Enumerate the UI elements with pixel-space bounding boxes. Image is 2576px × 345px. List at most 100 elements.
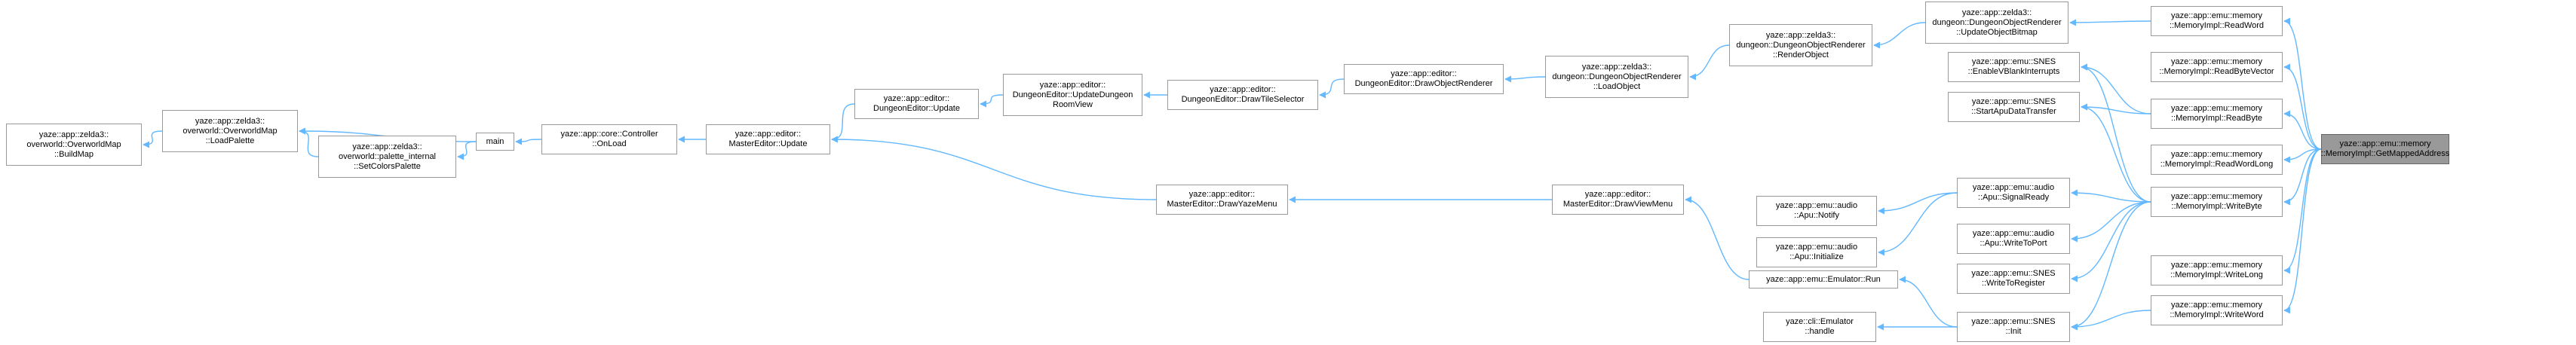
node-label-line: ::Apu::Initialize: [1789, 252, 1844, 261]
node-label-line: yaze::app::emu::audio: [1972, 229, 2055, 238]
edge-getmapped-to-writelong: [2283, 148, 2322, 274]
node-readbytevector[interactable]: yaze::app::emu::memory::MemoryImpl::Read…: [2151, 52, 2283, 82]
edge-getmapped-to-writeword: [2283, 148, 2322, 314]
node-apunotify[interactable]: yaze::app::emu::audio::Apu::Notify: [1756, 196, 1877, 226]
node-apusignal[interactable]: yaze::app::emu::audio::Apu::SignalReady: [1957, 178, 2070, 208]
node-main[interactable]: main: [476, 133, 514, 151]
node-label-line: ::handle: [1805, 327, 1835, 336]
node-writetoreg[interactable]: yaze::app::emu::SNES::WriteToRegister: [1957, 264, 2070, 294]
edge-updatedungeonroom-to-dungeonupdate: [980, 94, 1004, 108]
node-label-line: DungeonEditor::Update: [873, 104, 960, 113]
node-label-line: dungeon::DungeonObjectRenderer: [1736, 40, 1866, 50]
node-label-line: yaze::app::emu::Emulator::Run: [1766, 274, 1881, 284]
node-writeword[interactable]: yaze::app::emu::memory::MemoryImpl::Writ…: [2151, 295, 2283, 325]
node-label-line: overworld::OverworldMap: [26, 139, 121, 149]
node-label-line: yaze::app::emu::audio: [1972, 183, 2055, 192]
edge-getmapped-to-readword: [2283, 17, 2322, 150]
node-setcolors[interactable]: yaze::app::zelda3::overworld::palette_in…: [318, 136, 456, 178]
node-label-line: yaze::app::editor::: [734, 130, 802, 139]
node-label-line: overworld::OverworldMap: [182, 126, 278, 136]
node-label-line: yaze::app::emu::SNES: [1971, 57, 2056, 66]
edge-getmapped-to-readwordlong: [2283, 148, 2322, 163]
node-readword[interactable]: yaze::app::emu::memory::MemoryImpl::Read…: [2151, 6, 2283, 36]
edge-snesinit-to-emulatorrun: [1899, 276, 1958, 328]
edge-writebyte-to-snesinit: [2071, 201, 2151, 331]
node-label-line: yaze::app::emu::memory: [2339, 139, 2431, 148]
node-label-line: yaze::app::emu::memory: [2170, 150, 2263, 159]
node-label-line: yaze::app::emu::memory: [2170, 192, 2263, 201]
node-renderobject[interactable]: yaze::app::zelda3::dungeon::DungeonObjec…: [1729, 24, 1872, 66]
node-snesinit[interactable]: yaze::app::emu::SNES::Init: [1957, 312, 2070, 342]
node-label-line: ::Init: [2005, 327, 2022, 336]
node-onload[interactable]: yaze::app::core::Controller::OnLoad: [541, 124, 677, 154]
node-buildmap[interactable]: yaze::app::zelda3::overworld::OverworldM…: [6, 124, 142, 166]
node-label-line: ::MemoryImpl::ReadWord: [2169, 21, 2265, 30]
node-emulatorrun[interactable]: yaze::app::emu::Emulator::Run: [1749, 270, 1898, 289]
edge-loadpalette-to-buildmap: [143, 130, 163, 148]
node-updatedungeonroom[interactable]: yaze::app::editor::DungeonEditor::Update…: [1003, 74, 1142, 116]
node-loadpalette[interactable]: yaze::app::zelda3::overworld::OverworldM…: [162, 110, 298, 152]
node-drawviewmenu[interactable]: yaze::app::editor::MasterEditor::DrawVie…: [1552, 185, 1684, 215]
node-drawobjectrenderer[interactable]: yaze::app::editor::DungeonEditor::DrawOb…: [1344, 64, 1504, 94]
node-label-line: yaze::app::emu::audio: [1775, 243, 1858, 252]
node-readwordlong[interactable]: yaze::app::emu::memory::MemoryImpl::Read…: [2151, 145, 2283, 175]
node-loadobject[interactable]: yaze::app::zelda3::dungeon::DungeonObjec…: [1545, 56, 1688, 98]
node-label-line: ::OnLoad: [592, 139, 627, 148]
node-label-line: MasterEditor::DrawYazeMenu: [1167, 200, 1277, 209]
node-label-line: ::LoadObject: [1593, 81, 1641, 91]
node-label-line: yaze::app::emu::SNES: [1971, 97, 2056, 106]
edge-apusignal-to-apunotify: [1878, 192, 1958, 215]
node-label-line: yaze::app::editor::: [1210, 85, 1276, 94]
edge-getmapped-to-readbyte: [2283, 110, 2322, 150]
node-writelong[interactable]: yaze::app::emu::memory::MemoryImpl::Writ…: [2151, 255, 2283, 285]
edge-writebyte-to-apusignal: [2071, 189, 2151, 203]
node-cliemulator[interactable]: yaze::cli::Emulator::handle: [1763, 312, 1876, 342]
node-label-line: yaze::app::emu::SNES: [1971, 317, 2056, 326]
node-label-line: yaze::app::zelda3::: [38, 130, 109, 139]
node-label-line: main: [486, 136, 504, 146]
node-label-line: ::MemoryImpl::WriteWord: [2170, 310, 2264, 319]
node-writebyte[interactable]: yaze::app::emu::memory::MemoryImpl::Writ…: [2151, 187, 2283, 217]
node-drawyazemenu[interactable]: yaze::app::editor::MasterEditor::DrawYaz…: [1156, 185, 1288, 215]
node-label-line: MasterEditor::Update: [728, 139, 808, 148]
node-label-line: ::RenderObject: [1773, 50, 1829, 60]
node-label-line: MasterEditor::DrawViewMenu: [1562, 200, 1673, 209]
node-drawtileselector[interactable]: yaze::app::editor::DungeonEditor::DrawTi…: [1167, 80, 1318, 110]
node-label-line: ::MemoryImpl::ReadWordLong: [2160, 160, 2274, 169]
edge-writebyte-to-startapu: [2081, 103, 2151, 203]
node-label-line: DungeonEditor::DrawObjectRenderer: [1354, 79, 1493, 88]
edge-emulatorrun-to-drawviewmenu: [1685, 196, 1750, 280]
node-label-line: yaze::app::editor::: [1584, 190, 1651, 199]
node-updateobjectbitmap[interactable]: yaze::app::zelda3::dungeon::DungeonObjec…: [1925, 2, 2068, 44]
node-label-line: yaze::app::emu::audio: [1775, 201, 1858, 210]
node-label-line: ::EnableVBlankInterrupts: [1967, 67, 2060, 76]
node-apuinit[interactable]: yaze::app::emu::audio::Apu::Initialize: [1756, 237, 1877, 267]
node-label-line: ::MemoryImpl::ReadByteVector: [2159, 67, 2274, 76]
node-masterupdate[interactable]: yaze::app::editor::MasterEditor::Update: [706, 124, 830, 154]
edge-readbyte-to-startapu: [2081, 103, 2151, 114]
node-label-line: yaze::app::emu::memory: [2170, 261, 2263, 270]
edge-setcolors-to-loadpalette: [299, 127, 319, 157]
node-readbyte[interactable]: yaze::app::emu::memory::MemoryImpl::Read…: [2151, 99, 2283, 129]
node-label-line: ::WriteToRegister: [1981, 279, 2046, 288]
node-label-line: ::LoadPalette: [205, 136, 255, 145]
node-label-line: yaze::app::emu::memory: [2170, 301, 2263, 310]
node-label-line: ::MemoryImpl::WriteByte: [2171, 202, 2262, 211]
node-enablevblank[interactable]: yaze::app::emu::SNES::EnableVBlankInterr…: [1948, 52, 2080, 82]
node-label-line: yaze::app::zelda3::: [1765, 30, 1836, 40]
node-label-line: RoomView: [1053, 99, 1093, 109]
node-label-line: yaze::app::zelda3::: [352, 142, 422, 151]
node-label-line: yaze::app::editor::: [1188, 190, 1256, 199]
edge-writebyte-to-writetoreg: [2071, 201, 2151, 282]
edge-renderobject-to-loadobject: [1689, 44, 1730, 81]
node-label-line: ::StartApuDataTransfer: [1971, 107, 2056, 116]
edge-writebyte-to-apuwrite: [2071, 201, 2151, 243]
node-label-line: yaze::app::zelda3::: [1961, 8, 2032, 17]
node-dungeonupdate[interactable]: yaze::app::editor::DungeonEditor::Update: [854, 89, 979, 119]
node-label-line: ::MemoryImpl::WriteLong: [2170, 270, 2263, 279]
node-apuwrite[interactable]: yaze::app::emu::audio::Apu::WriteToPort: [1957, 224, 2070, 254]
node-label-line: dungeon::DungeonObjectRenderer: [1552, 72, 1682, 81]
edge-main-to-setcolors: [457, 141, 477, 160]
edge-getmapped-to-readbytevector: [2283, 63, 2322, 150]
node-startapu[interactable]: yaze::app::emu::SNES::StartApuDataTransf…: [1948, 92, 2080, 122]
